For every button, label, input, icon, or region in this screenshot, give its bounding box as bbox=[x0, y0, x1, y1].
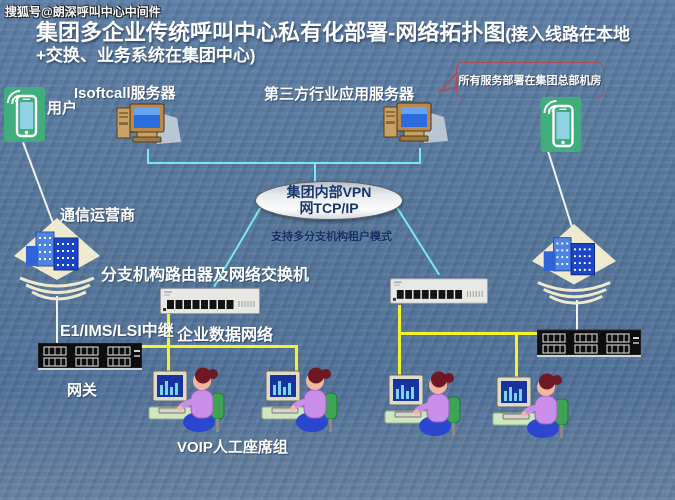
gateway-rack-icon bbox=[537, 329, 641, 357]
agent-workstation-icon bbox=[148, 367, 225, 432]
link-server-trunk bbox=[147, 162, 421, 164]
operator-building-icon bbox=[14, 218, 100, 301]
link-operator-gateway-left bbox=[56, 296, 58, 345]
smartphone-icon bbox=[4, 87, 45, 142]
e1-trunk-label: E1/IMS/LSI中继 bbox=[60, 323, 174, 340]
page-title: 集团多企业传统呼叫中心私有化部署-网络拓扑图(接入线路在本地 +交换、业务系统在… bbox=[36, 20, 666, 67]
link-cloud-switch-right bbox=[394, 204, 441, 276]
link-operator-gateway-right bbox=[576, 300, 578, 331]
telecom-operator-label: 通信运营商 bbox=[60, 207, 136, 224]
link-gateway-lan-left bbox=[108, 345, 298, 348]
link-lan-agent2 bbox=[295, 345, 298, 375]
link-trunk-cloud bbox=[314, 162, 316, 183]
enterprise-network-label: 企业数据网络 bbox=[177, 327, 274, 344]
link-thirdparty-trunk bbox=[419, 148, 421, 163]
deployment-callout: 所有服务部署在集团总部机房 bbox=[456, 62, 604, 98]
link-lan-gateway-right bbox=[398, 332, 541, 335]
branch-switch-label: 分支机构路由器及网络交换机 bbox=[101, 267, 310, 284]
isoftcall-server-label: Isoftcall服务器 bbox=[74, 85, 176, 102]
network-switch-icon bbox=[390, 278, 488, 304]
link-lan-agent4 bbox=[515, 332, 518, 378]
agent-workstation-icon bbox=[384, 371, 461, 436]
link-user-operator-right bbox=[547, 151, 574, 228]
server-computer-icon bbox=[383, 102, 448, 143]
vpn-cloud-line2: 网TCP/IP bbox=[299, 199, 359, 216]
link-switch-agent3 bbox=[398, 305, 401, 378]
user-label: 用户 bbox=[47, 100, 78, 117]
link-isoftcall-trunk bbox=[147, 149, 149, 163]
server-computer-icon bbox=[116, 103, 181, 144]
voip-agents-label: VOIP人工座席组 bbox=[177, 439, 288, 456]
deployment-callout-text: 所有服务部署在集团总部机房 bbox=[458, 75, 602, 87]
third-party-server-label: 第三方行业应用服务器 bbox=[264, 86, 415, 103]
title-main: 集团多企业传统呼叫中心私有化部署-网络拓扑图 bbox=[36, 20, 506, 45]
smartphone-icon bbox=[540, 97, 582, 152]
callout-pointer-icon bbox=[438, 71, 459, 93]
gateway-rack-icon bbox=[38, 343, 142, 370]
title-paren: (接入线路在本地 bbox=[505, 25, 630, 44]
watermark-text: 搜狐号@朗深呼叫中心中间件 bbox=[5, 5, 161, 19]
vpn-cloud: 集团内部VPN 网TCP/IP bbox=[255, 181, 403, 220]
link-switch-agent1 bbox=[167, 312, 170, 374]
operator-building-icon bbox=[531, 223, 617, 305]
tenant-mode-note: 支持多分支机构租户模式 bbox=[271, 231, 392, 243]
gateway-label: 网关 bbox=[67, 382, 98, 399]
vpn-cloud-line1: 集团内部VPN bbox=[286, 184, 372, 201]
agent-workstation-icon bbox=[261, 367, 338, 432]
network-switch-icon bbox=[160, 288, 260, 314]
agent-workstation-icon bbox=[492, 373, 569, 438]
title-line2: +交换、业务系统在集团中心) bbox=[36, 45, 256, 65]
